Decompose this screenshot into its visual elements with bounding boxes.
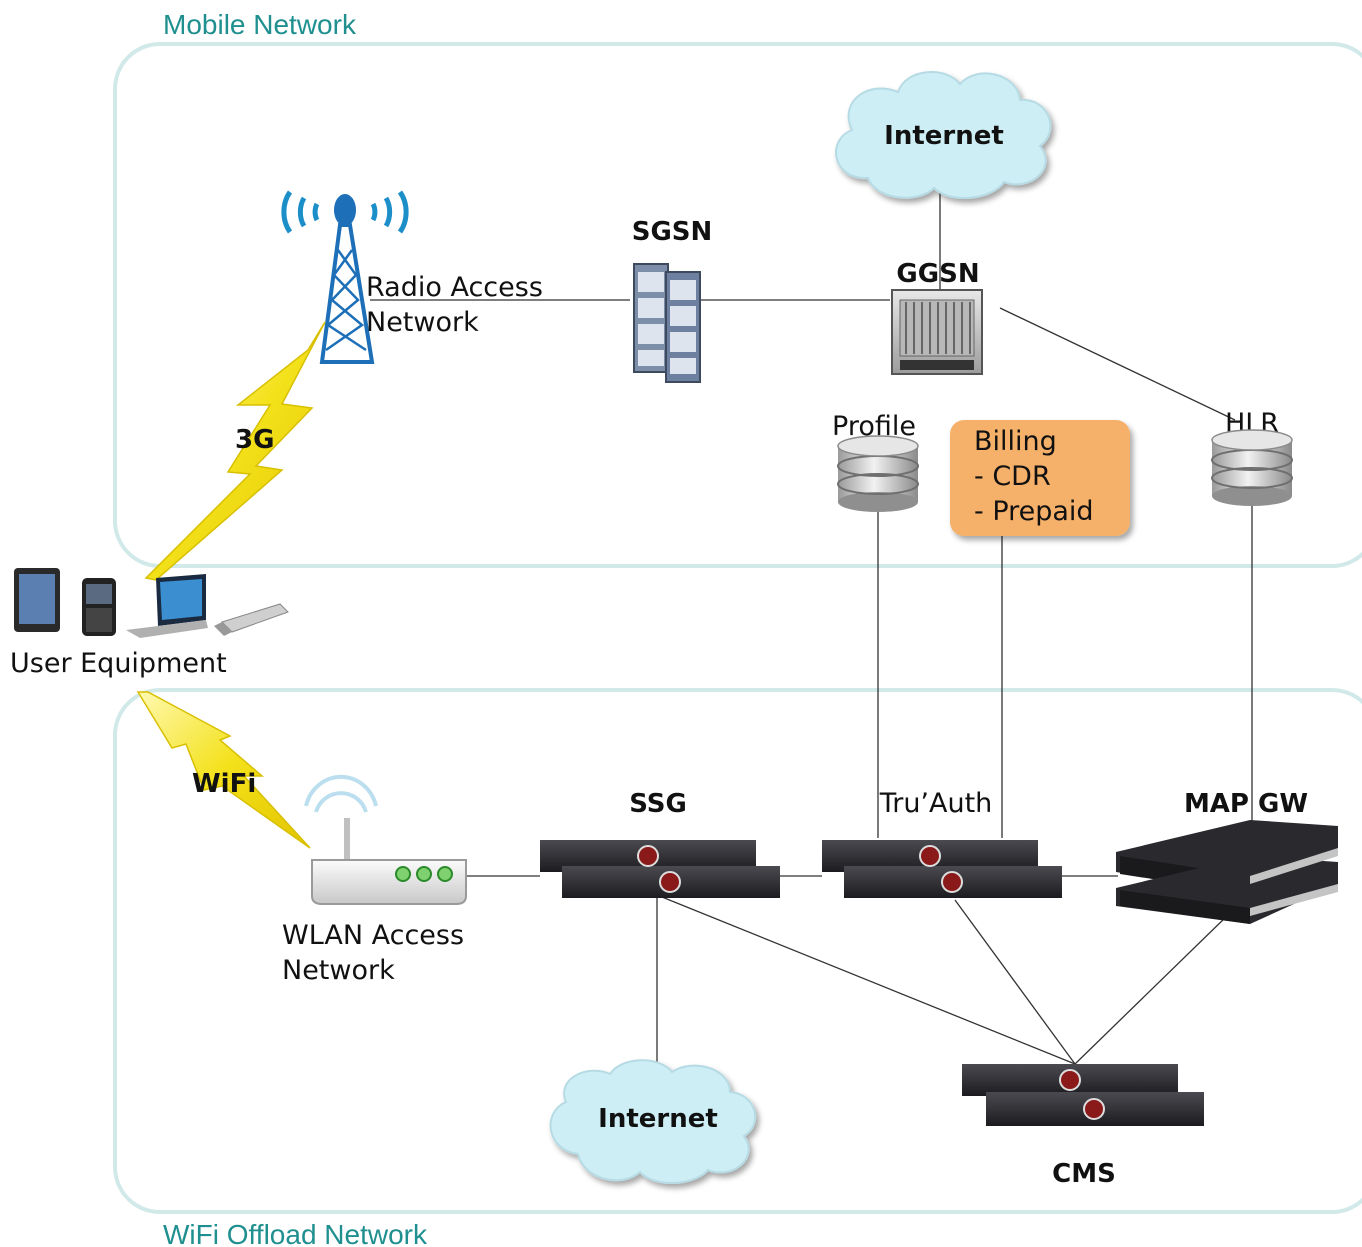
radio-tower-icon (281, 190, 409, 364)
wifi-offload-zone (113, 688, 1362, 1214)
internet-bottom-label: Internet (598, 1104, 718, 1134)
billing-box (950, 420, 1130, 536)
billing-label-line1: Billing (974, 426, 1057, 457)
wlan-label-line2: Network (282, 955, 395, 986)
3g-label: 3G (235, 425, 274, 455)
wlan-label-line1: WLAN Access (282, 920, 464, 951)
hlr-database-icon (1211, 429, 1293, 506)
truauth-label: Tru’Auth (879, 788, 993, 819)
sgsn-label: SGSN (632, 217, 713, 247)
ssg-label: SSG (629, 789, 687, 819)
internet-top-label: Internet (884, 121, 1004, 151)
ran-label-line1: Radio Access (366, 272, 543, 303)
internet-cloud-top (835, 71, 1052, 199)
mapgw-label: MAP GW (1184, 789, 1308, 819)
ggsn-chassis-icon (891, 289, 983, 375)
wlan-router-icon (304, 774, 467, 905)
internet-cloud-bottom (549, 1059, 757, 1184)
laptop-icon (126, 574, 208, 638)
truauth-server-icon (822, 840, 1062, 898)
usb-modem-icon (214, 603, 289, 636)
sgsn-server-rack-icon (633, 263, 701, 383)
cms-label: CMS (1052, 1159, 1116, 1189)
tablet-icon (14, 568, 60, 632)
smartphone-icon (82, 578, 116, 636)
3g-lightning-bolt-icon (144, 321, 326, 581)
cms-server-icon (962, 1064, 1204, 1126)
mapgw-server-icon (1116, 820, 1338, 924)
profile-database-icon (837, 435, 919, 512)
ran-label-line2: Network (366, 307, 479, 338)
mobile-network-title: Mobile Network (163, 9, 357, 40)
billing-label-line2: - CDR (974, 461, 1051, 492)
wifi-offload-title: WiFi Offload Network (163, 1219, 428, 1247)
billing-label-line3: - Prepaid (974, 496, 1094, 527)
ggsn-label: GGSN (896, 259, 979, 289)
connection-lines (370, 190, 1253, 1070)
ssg-server-icon (540, 840, 780, 898)
mobile-network-zone (113, 42, 1362, 568)
wifi-label: WiFi (192, 769, 256, 799)
wifi-lightning-bolt-icon (136, 691, 311, 849)
user-equipment-label: User Equipment (10, 648, 227, 679)
